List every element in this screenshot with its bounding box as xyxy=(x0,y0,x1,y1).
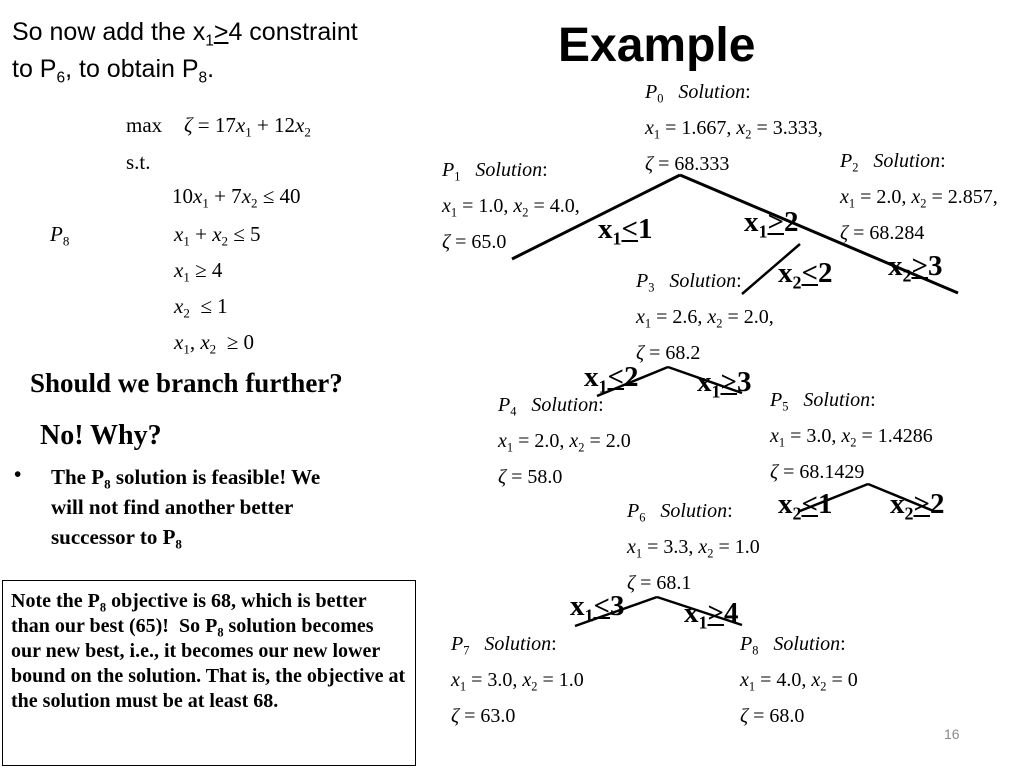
edge-p0-p2 xyxy=(679,173,959,295)
note-text: Note the P8 objective is 68, which is be… xyxy=(11,590,406,712)
branch-label-x1-ge-3: x1>3 xyxy=(697,366,752,402)
lp-constraint-1: 10x1 + 7x2 ≤ 40 xyxy=(172,184,301,211)
edge-p5-p6 xyxy=(799,482,869,513)
node-p6: P6 Solution: x1 = 3.3, x2 = 1.0 ζ = 68.1 xyxy=(627,500,760,594)
bullet-text: The P8 solution is feasible! We will not… xyxy=(51,465,321,552)
note-box: Note the P8 objective is 68, which is be… xyxy=(2,580,416,766)
lp-constraint-5: x1, x2 ≥ 0 xyxy=(174,330,254,357)
answer-text: No! Why? xyxy=(40,420,162,451)
node-p3: P3 Solution: x1 = 2.6, x2 = 2.0, ζ = 68.… xyxy=(636,270,774,364)
edge-p5-p7 xyxy=(867,482,937,514)
lp-objective: ζ = 17x1 + 12x2 xyxy=(184,113,311,140)
node-p5: P5 Solution: x1 = 3.0, x2 = 1.4286 ζ = 6… xyxy=(770,389,933,483)
lp-subject-to: s.t. xyxy=(126,150,151,174)
branch-label-x1-le-2: x1<2 xyxy=(584,361,639,397)
node-p4: P4 Solution: x1 = 2.0, x2 = 2.0 ζ = 58.0 xyxy=(498,394,631,488)
lp-constraint-4: x2 ≤ 1 xyxy=(174,294,228,321)
edge-p0-p1 xyxy=(511,173,681,261)
node-p0: P0 Solution: x1 = 1.667, x2 = 3.333, ζ =… xyxy=(645,81,823,175)
branch-label-x1-le-3: x1<3 xyxy=(570,590,625,626)
branch-label-x1-ge-2: x1>2 xyxy=(744,206,799,242)
branch-label-x2-le-1: x2<1 xyxy=(778,488,833,524)
heading-line-2: to P6, to obtain P8. xyxy=(12,55,215,87)
branch-label-x1-ge-4: x1>4 xyxy=(684,597,739,633)
edge-p3-p5 xyxy=(667,365,743,395)
page-title: Example xyxy=(558,19,756,72)
heading-line-1: So now add the x1>4 constraint xyxy=(12,18,358,50)
edge-p3-p4 xyxy=(596,365,669,398)
branch-label-x2-ge-3: x2>3 xyxy=(888,250,943,286)
node-p2: P2 Solution: x1 = 2.0, x2 = 2.857, ζ = 6… xyxy=(840,150,998,244)
node-p7: P7 Solution: x1 = 3.0, x2 = 1.0 ζ = 63.0 xyxy=(451,633,584,727)
edge-p2-p3 xyxy=(741,243,801,295)
lp-problem-label: P8 xyxy=(50,222,70,249)
node-p8: P8 Solution: x1 = 4.0, x2 = 0 ζ = 68.0 xyxy=(740,633,858,727)
edge-p6-p8 xyxy=(656,595,743,627)
edge-p6-p7 xyxy=(574,595,658,628)
lp-objective-keyword: max xyxy=(126,113,163,137)
lp-constraint-2: x1 + x2 ≤ 5 xyxy=(174,222,261,249)
lp-constraint-3: x1 ≥ 4 xyxy=(174,258,223,285)
branch-label-x2-ge-2: x2>2 xyxy=(890,488,945,524)
question-text: Should we branch further? xyxy=(30,368,343,398)
bullet-marker: • xyxy=(14,462,22,486)
branch-label-x1-le-1: x1<1 xyxy=(598,213,653,249)
page-number: 16 xyxy=(944,726,960,742)
slide-heading: So now add the x1>4 constraint to P6, to… xyxy=(12,14,358,88)
node-p1: P1 Solution: x1 = 1.0, x2 = 4.0, ζ = 65.… xyxy=(442,159,580,253)
branch-label-x2-le-2: x2<2 xyxy=(778,257,833,293)
